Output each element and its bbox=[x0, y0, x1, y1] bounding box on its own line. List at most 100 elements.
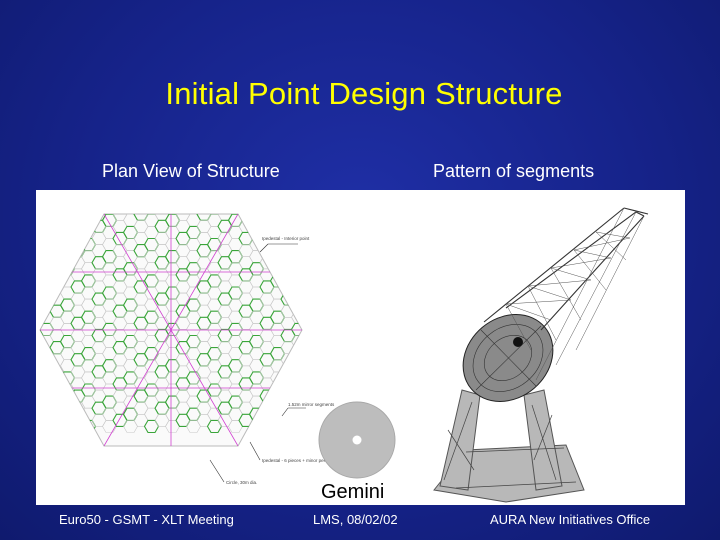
mirror-segment bbox=[218, 190, 232, 196]
plan-view-caption: Plan View of Structure bbox=[102, 161, 280, 181]
mirror-segment bbox=[270, 262, 285, 276]
mirror-segment bbox=[313, 408, 327, 420]
mirror-segment bbox=[280, 214, 296, 221]
mirror-segment bbox=[280, 280, 296, 294]
mirror-segment bbox=[313, 226, 327, 238]
mirror-segment bbox=[301, 219, 302, 233]
mirror-segment bbox=[313, 275, 327, 287]
mirror-segment bbox=[259, 244, 275, 258]
mirror-segment bbox=[40, 190, 54, 202]
mirror-segment bbox=[59, 262, 76, 276]
mirror-segment bbox=[301, 280, 302, 294]
telescope-structure-illustration bbox=[433, 207, 649, 503]
mirror-segment bbox=[239, 196, 253, 208]
mirror-segment bbox=[40, 292, 44, 306]
mirror-segment bbox=[291, 407, 302, 421]
mirror-segment bbox=[40, 256, 44, 270]
mirror-segment bbox=[260, 190, 274, 196]
mirror-segment bbox=[49, 377, 65, 391]
mirror-segment bbox=[113, 196, 127, 208]
mirror-segment bbox=[80, 214, 97, 215]
mirror-segment bbox=[49, 244, 65, 257]
mirror-segment bbox=[301, 292, 302, 306]
mirror-segment bbox=[49, 413, 65, 427]
mirror-segment bbox=[301, 317, 302, 330]
mirror-segment bbox=[40, 401, 44, 415]
mirror-segment bbox=[301, 365, 302, 379]
mirror-segment bbox=[40, 359, 55, 373]
mirror-segment bbox=[301, 214, 302, 221]
mirror-segment bbox=[60, 250, 75, 263]
mirror-segment bbox=[259, 214, 275, 221]
mirror-segment bbox=[60, 395, 75, 409]
mirror-segment bbox=[40, 286, 55, 300]
mirror-segment bbox=[291, 335, 302, 348]
mirror-segment bbox=[82, 190, 96, 202]
mirror-segment bbox=[49, 231, 65, 246]
mirror-segment bbox=[102, 214, 117, 215]
mirror-segment bbox=[50, 190, 64, 196]
mirror-segment bbox=[313, 348, 327, 360]
mirror-segment bbox=[269, 214, 286, 215]
mirror-segment bbox=[197, 196, 211, 208]
mirror-segment bbox=[313, 372, 327, 384]
mirror-segment bbox=[60, 214, 75, 227]
footer-meeting: Euro50 - GSMT - XLT Meeting bbox=[59, 512, 234, 527]
mirror-segment bbox=[270, 395, 285, 409]
mirror-segment bbox=[291, 298, 302, 312]
mirror-segment bbox=[113, 190, 127, 196]
mirror-segment bbox=[291, 371, 302, 385]
mirror-segment bbox=[291, 274, 302, 288]
mirror-segment bbox=[313, 323, 327, 335]
mirror-segment bbox=[40, 214, 55, 227]
mirror-segment bbox=[206, 214, 223, 215]
gemini-mirror bbox=[318, 401, 396, 479]
mirror-segment bbox=[49, 268, 65, 282]
figure-panel: Ipedestal - Interior point 1.52m mirror … bbox=[36, 190, 685, 505]
mirror-segment bbox=[271, 190, 285, 202]
mirror-segment bbox=[292, 190, 306, 202]
mirror-segment bbox=[281, 196, 295, 208]
mirror-segment bbox=[176, 190, 190, 196]
mirror-segment bbox=[313, 239, 327, 251]
mirror-segment bbox=[61, 190, 75, 202]
mirror-segment bbox=[280, 268, 296, 282]
mirror-segment bbox=[270, 250, 285, 263]
mirror-segment bbox=[49, 219, 65, 233]
mirror-segment bbox=[302, 196, 316, 208]
footer-date: LMS, 08/02/02 bbox=[313, 512, 398, 527]
mirror-segment bbox=[60, 214, 75, 215]
mirror-segment bbox=[313, 311, 327, 323]
mirror-segment bbox=[313, 202, 327, 214]
mirror-segment bbox=[290, 250, 302, 264]
mirror-segment bbox=[208, 190, 222, 202]
mirror-segment bbox=[259, 401, 275, 415]
mirror-segment bbox=[259, 219, 275, 233]
mirror-segment bbox=[40, 414, 44, 427]
mirror-segment bbox=[313, 214, 327, 226]
mirror-segment bbox=[313, 336, 327, 348]
mirror-segment bbox=[301, 377, 302, 391]
mirror-segment bbox=[259, 414, 275, 427]
mirror-segment bbox=[143, 214, 160, 215]
mirror-segment bbox=[40, 389, 44, 403]
plan-note-2: 1.52m mirror segments bbox=[288, 402, 335, 407]
mirror-segment bbox=[70, 232, 86, 245]
truss-lines bbox=[40, 214, 302, 446]
mirror-segment bbox=[60, 420, 75, 433]
mirror-segment bbox=[40, 232, 44, 245]
mirror-segment bbox=[301, 304, 302, 318]
mirror-segment bbox=[291, 383, 302, 397]
mirror-segment bbox=[269, 383, 286, 397]
mirror-segment bbox=[92, 196, 106, 208]
mirror-segment bbox=[40, 219, 44, 233]
mirror-segment bbox=[40, 341, 44, 354]
mirror-segment bbox=[249, 214, 264, 227]
mirror-segment bbox=[239, 190, 253, 196]
mirror-segment bbox=[40, 214, 44, 221]
mirror-segment bbox=[301, 329, 302, 342]
mirror-segment bbox=[270, 214, 285, 227]
mirror-segment bbox=[291, 347, 302, 360]
mirror-segment bbox=[186, 214, 201, 215]
mirror-segment bbox=[290, 214, 302, 227]
